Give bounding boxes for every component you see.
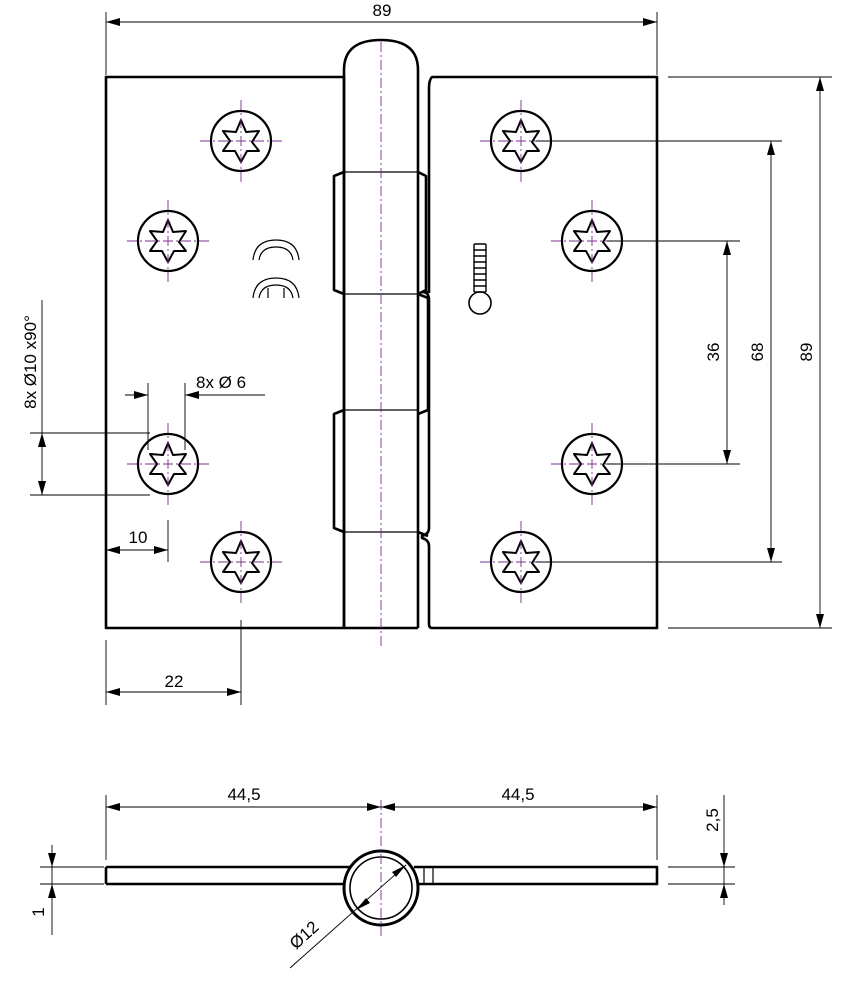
knuckle-barrel — [342, 77, 420, 628]
dim-hole-diameter: 8x Ø 6 — [196, 373, 246, 392]
dim-countersink: 8x Ø10 x90° — [21, 315, 40, 409]
dim-height-total: 2,5 — [703, 808, 722, 832]
knuckle-segment-right-1 — [417, 170, 428, 296]
dim-outer-hole-spacing: 68 — [748, 343, 767, 362]
side-leaf-detail — [423, 867, 434, 884]
knuckle-segment-1 — [332, 170, 345, 296]
dim-hole-edge-offset: 10 — [129, 528, 148, 547]
side-left-leaf — [104, 865, 350, 886]
knuckle-segment-2 — [332, 408, 345, 534]
dim-overall-height: 89 — [797, 343, 816, 362]
dim-hole-offset-22: 22 — [165, 672, 184, 691]
side-view: 44,5 44,5 2,5 1 Ø12 — [29, 785, 735, 969]
dim-pin-diameter: Ø12 — [286, 917, 323, 953]
dim-leaf-left: 44,5 — [227, 785, 260, 804]
knuckle-segment-right-3 — [417, 530, 429, 538]
dim-overall-width: 89 — [373, 1, 392, 20]
dim-leaf-thickness: 1 — [29, 907, 48, 916]
hole-center-lines — [127, 100, 633, 603]
dim-leaf-right: 44,5 — [501, 785, 534, 804]
brand-logo-icon — [468, 243, 492, 315]
front-view: 89 89 68 36 8x Ø10 x90° — [21, 1, 832, 705]
knuckle-segment-right-2 — [417, 292, 430, 416]
pin-head — [342, 38, 420, 77]
stamp-symbol-icon — [252, 239, 300, 299]
side-right-leaf — [414, 865, 659, 886]
dim-inner-hole-spacing: 36 — [704, 343, 723, 362]
